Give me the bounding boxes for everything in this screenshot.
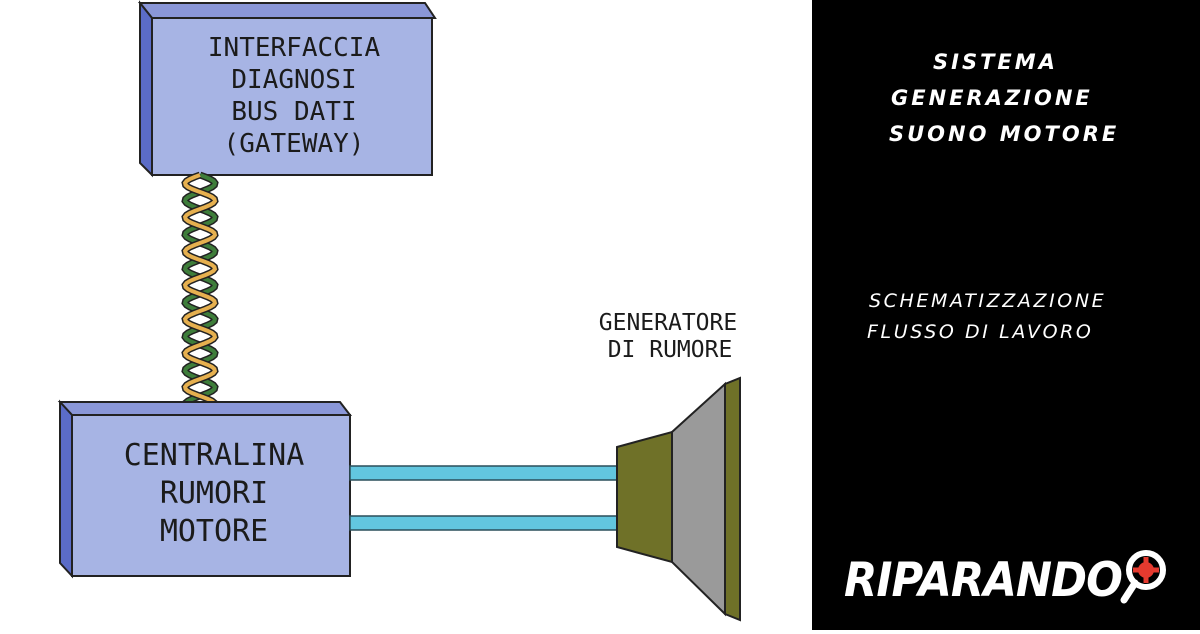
lower-cable [349,515,619,531]
twisted-pair-cable [181,171,219,410]
gateway-box-top [137,2,437,19]
control-unit-label-line: MOTORE [160,514,268,549]
gateway-label-line: DIAGNOSI [231,65,356,95]
speaker-rim [724,376,741,622]
gateway-box-front [151,17,433,176]
generator-label-line: DI RUMORE [608,337,733,363]
panel-subtitle: SCHEMATIZZAZIONE FLUSSO DI LAVORO [812,286,1200,348]
gateway-label-line: (GATEWAY) [224,129,365,159]
green-wire [182,173,218,409]
title-line: SUONO MOTORE [889,122,1120,146]
logo-text: RIPARANDO [844,553,1122,608]
gateway-box-side [139,0,153,178]
panel-title: SISTEMA GENERAZIONE SUONO MOTORE [812,44,1200,152]
title-line: GENERAZIONE [891,86,1093,110]
subtitle-line: SCHEMATIZZAZIONE [869,290,1107,312]
control-unit-front [71,414,351,577]
blue-cables [349,465,619,531]
generator-label-line: GENERATORE [599,310,737,336]
yellow-wire [182,173,218,409]
gateway-label-line: INTERFACCIA [208,33,381,63]
noise-generator-speaker [616,376,741,622]
gateway-label-line: BUS DATI [231,97,356,127]
control-unit-label-line: CENTRALINA [124,438,305,473]
diagram-area: INTERFACCIA DIAGNOSI BUS DATI (GATEWAY) … [57,0,741,622]
gateway-box: INTERFACCIA DIAGNOSI BUS DATI (GATEWAY) [137,0,437,178]
speaker-back [616,430,673,564]
gear-magnifier-icon [1120,550,1166,604]
control-unit-label-line: RUMORI [160,476,268,511]
system-diagram: INTERFACCIA DIAGNOSI BUS DATI (GATEWAY) … [57,0,741,622]
riparando-logo: RIPARANDO [844,550,1166,608]
control-unit-side [59,399,73,579]
speaker-cone [671,381,726,617]
control-unit-top [57,401,353,416]
control-unit-box: CENTRALINA RUMORI MOTORE [57,399,353,579]
subtitle-line: FLUSSO DI LAVORO [867,321,1094,343]
title-line: SISTEMA [933,50,1058,74]
side-panel: SISTEMA GENERAZIONE SUONO MOTORE SCHEMAT… [812,0,1200,630]
upper-cable [349,465,619,481]
